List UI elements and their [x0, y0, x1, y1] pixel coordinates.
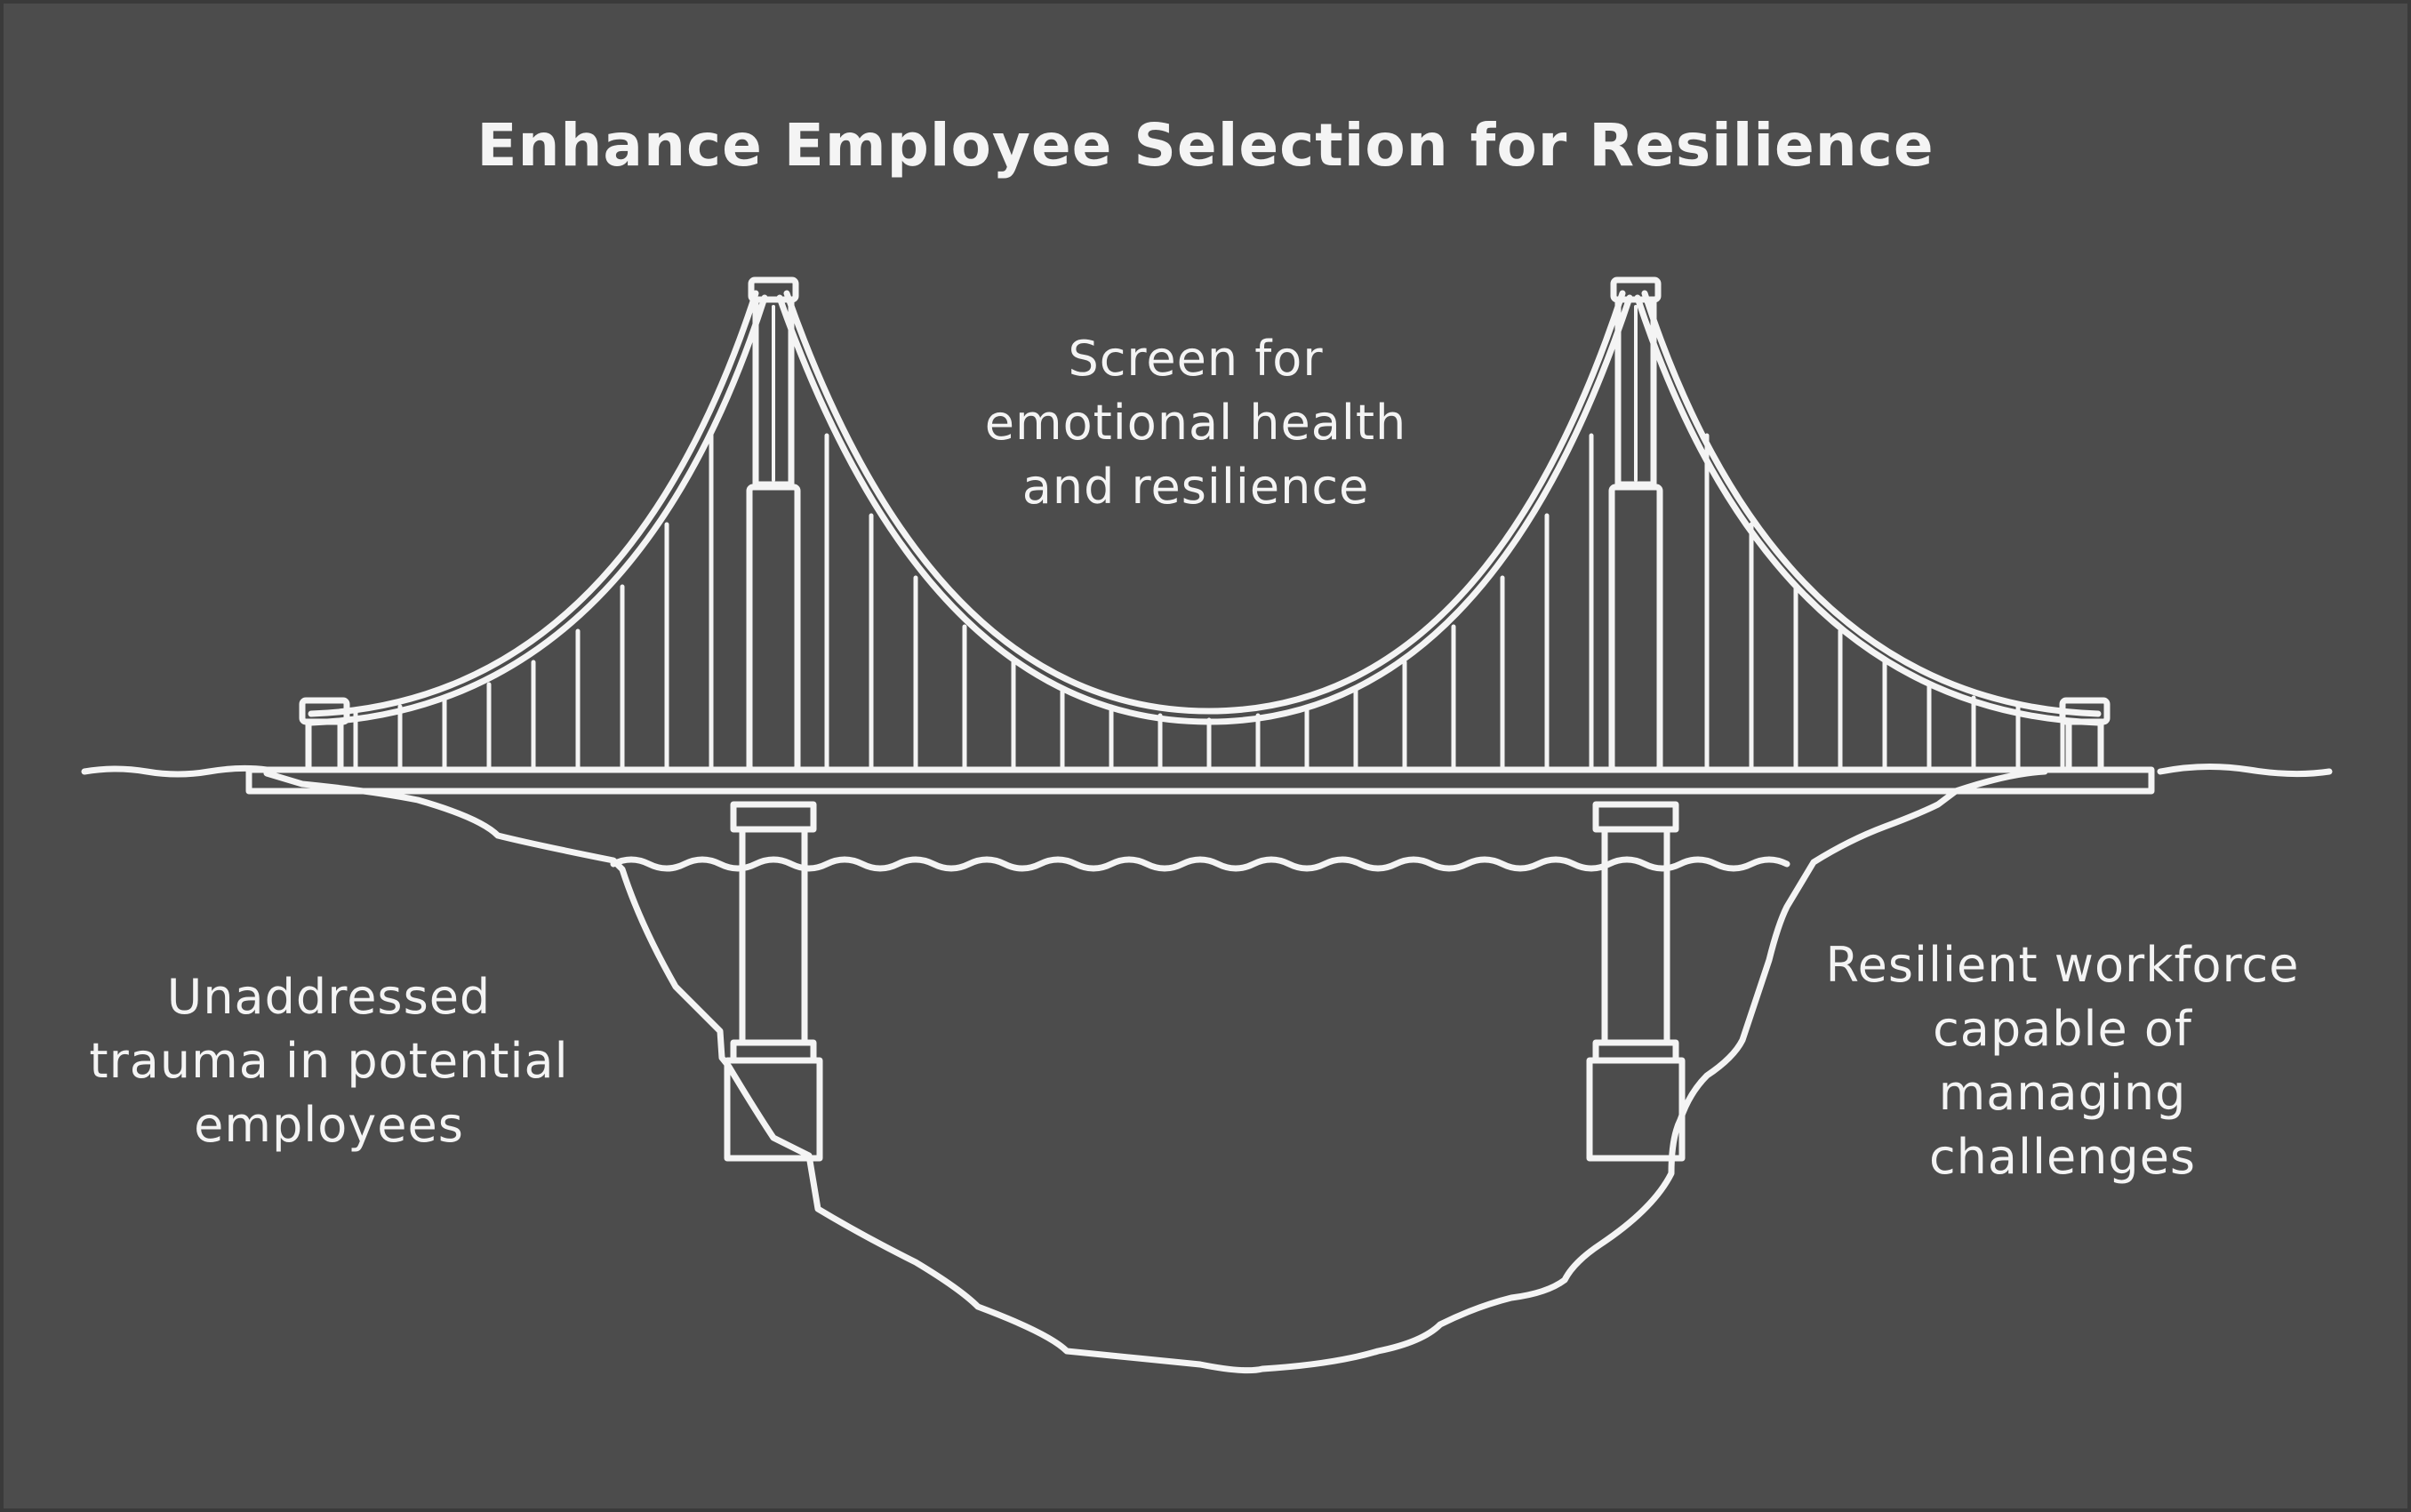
diagram-title: Enhance Employee Selection for Resilienc… — [477, 111, 1934, 180]
gorge-outline — [263, 768, 2048, 1374]
tower-right — [1586, 276, 1686, 1162]
inner-water-wave — [610, 856, 1790, 872]
label-outcome: Resilient workforce capable of managing … — [1778, 933, 2347, 1189]
water-line-right — [2157, 763, 2333, 778]
label-outcome-line-3: managing — [1938, 1065, 2187, 1121]
label-problem-line-1: Unaddressed — [166, 969, 492, 1025]
label-solution: Screen for emotional health and resilien… — [929, 327, 1462, 519]
label-outcome-line-4: challenges — [1928, 1129, 2197, 1185]
main-cable-left — [308, 290, 759, 717]
label-solution-line-3: and resilience — [1021, 459, 1370, 515]
anchor-right — [2059, 697, 2111, 773]
anchor-left — [299, 697, 350, 773]
water-line-left — [81, 764, 270, 778]
label-solution-line-2: emotional health — [984, 395, 1407, 451]
label-problem-line-2: trauma in potential — [89, 1033, 569, 1089]
label-problem-line-3: employees — [194, 1097, 464, 1153]
bridge-deck — [245, 766, 2155, 795]
label-outcome-line-1: Resilient workforce — [1825, 937, 2300, 993]
label-outcome-line-2: capable of — [1933, 1001, 2192, 1057]
main-cable-right — [1641, 290, 2102, 717]
main-cable-center — [783, 290, 1626, 715]
tower-left — [724, 276, 823, 1162]
label-solution-line-1: Screen for — [1068, 331, 1324, 387]
suspender-cables — [353, 433, 2065, 772]
label-problem: Unaddressed trauma in potential employee… — [53, 965, 605, 1157]
